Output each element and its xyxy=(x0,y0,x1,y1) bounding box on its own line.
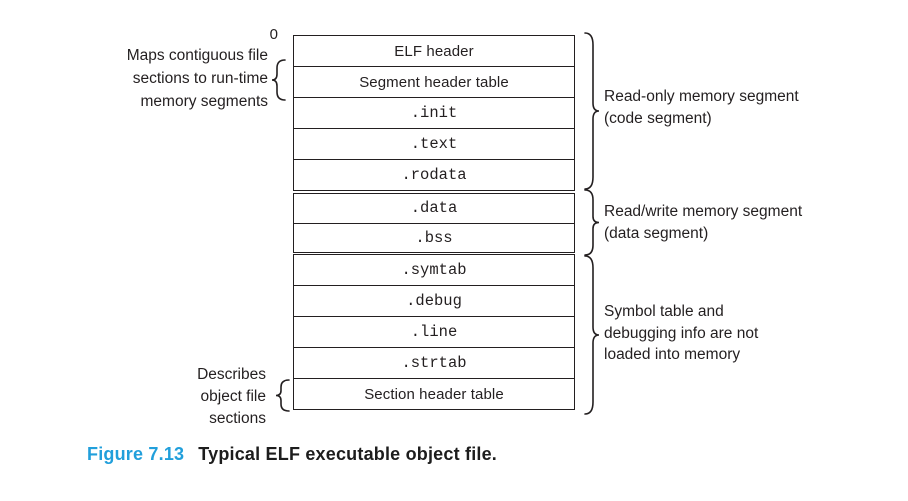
left-annotation-describes-sections: Describes object file sections xyxy=(100,364,266,430)
origin-offset-label: 0 xyxy=(269,26,278,43)
stack-row-strtab: .strtab xyxy=(294,347,574,378)
annotation-line: Symbol table and xyxy=(604,303,724,320)
stack-row-data: .data xyxy=(410,199,458,218)
right-brace-read-only-icon xyxy=(584,32,600,190)
left-annotation-maps-sections: Maps contiguous file sections to run-tim… xyxy=(56,44,268,113)
figure-caption-number: Figure 7.13 xyxy=(87,444,185,464)
annotation-line: Read/write memory segment xyxy=(604,203,803,220)
stack-row-elf-header: ELF header xyxy=(394,42,474,60)
figure-caption-title: Typical ELF executable object file. xyxy=(198,444,498,464)
stack-row-bss: .bss xyxy=(294,222,574,253)
annotation-line: loaded into memory xyxy=(604,346,741,363)
left-brace-section-header-icon xyxy=(275,379,290,412)
annotation-line: Read-only memory segment xyxy=(604,88,799,105)
right-brace-not-loaded-icon xyxy=(584,255,600,415)
annotation-line: (code segment) xyxy=(604,109,712,127)
right-annotation-not-loaded: Symbol table and debugging info are not … xyxy=(604,301,758,366)
stack-row-debug: .debug xyxy=(294,285,574,316)
stack-row-rodata: .rodata xyxy=(294,159,574,190)
right-brace-read-write-icon xyxy=(584,189,600,256)
right-annotation-read-only: Read-only memory segment (code segment) xyxy=(604,86,799,129)
right-annotation-read-write: Read/write memory segment (data segment) xyxy=(604,201,802,244)
stack-row-section-header-table: Section header table xyxy=(294,378,574,409)
annotation-line: Describes xyxy=(197,366,266,383)
stack-row-line: .line xyxy=(294,316,574,347)
stack-group-read-write: .data .bss xyxy=(293,193,575,253)
annotation-line: Maps contiguous file xyxy=(126,47,268,64)
stack-row-init: .init xyxy=(294,97,574,128)
annotation-line: (data segment) xyxy=(604,224,709,242)
stack-row-symtab: .symtab xyxy=(401,261,467,279)
figure-caption: Figure 7.13 Typical ELF executable objec… xyxy=(87,444,497,465)
stack-row-segment-header-table: Segment header table xyxy=(294,66,574,97)
annotation-line: object file xyxy=(200,388,266,405)
annotation-line: memory segments xyxy=(140,93,268,110)
left-brace-segment-header-icon xyxy=(271,59,286,101)
annotation-line: sections to run-time xyxy=(132,70,268,87)
annotation-line: sections xyxy=(209,410,266,427)
stack-group-not-loaded: .symtab .debug .line .strtab Section hea… xyxy=(293,254,575,410)
stack-row-text: .text xyxy=(294,128,574,159)
stack-group-read-only: ELF header Segment header table .init .t… xyxy=(293,35,575,191)
annotation-line: debugging info are not xyxy=(604,324,759,342)
